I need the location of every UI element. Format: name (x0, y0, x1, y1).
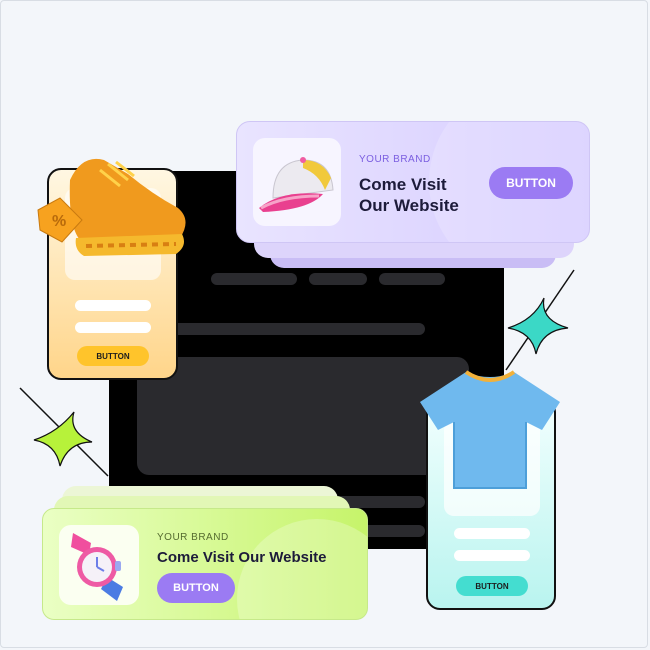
product-thumbnail (253, 138, 341, 226)
svg-text:%: % (52, 213, 66, 230)
card-button[interactable]: BUTTON (456, 576, 528, 596)
nav-bar-3 (379, 273, 445, 285)
content-panel (137, 357, 469, 475)
visit-button[interactable]: BUTTON (157, 573, 235, 603)
sparkle-icon (505, 269, 575, 371)
nav-bar-2 (309, 273, 367, 285)
text-line (454, 528, 530, 539)
purple-banner[interactable]: YOUR BRAND Come Visit Our Website BUTTON (236, 121, 590, 243)
watch-icon (71, 533, 123, 601)
text-line (75, 322, 151, 333)
tshirt-icon (420, 370, 560, 489)
text-line (454, 550, 530, 561)
brand-label: YOUR BRAND (157, 532, 229, 543)
sparkle-icon (19, 387, 109, 477)
banner-headline: Come Visit Our Website (157, 549, 327, 566)
cap-icon (259, 157, 334, 212)
headline-line-1: Come Visit (359, 175, 447, 194)
headline-line-2: Our Website (359, 196, 459, 215)
text-line (75, 300, 151, 311)
nav-bar-1 (211, 273, 297, 285)
banner-headline: Come Visit Our Website (359, 174, 459, 216)
sneaker-icon: % (37, 158, 186, 256)
brand-label: YOUR BRAND (359, 154, 431, 165)
product-thumbnail (59, 525, 139, 605)
green-banner[interactable]: YOUR BRAND Come Visit Our Website BUTTON (42, 508, 368, 620)
visit-button[interactable]: BUTTON (489, 167, 573, 199)
text-line (137, 323, 425, 335)
decorative-circle (237, 519, 367, 619)
card-button[interactable]: BUTTON (77, 346, 149, 366)
